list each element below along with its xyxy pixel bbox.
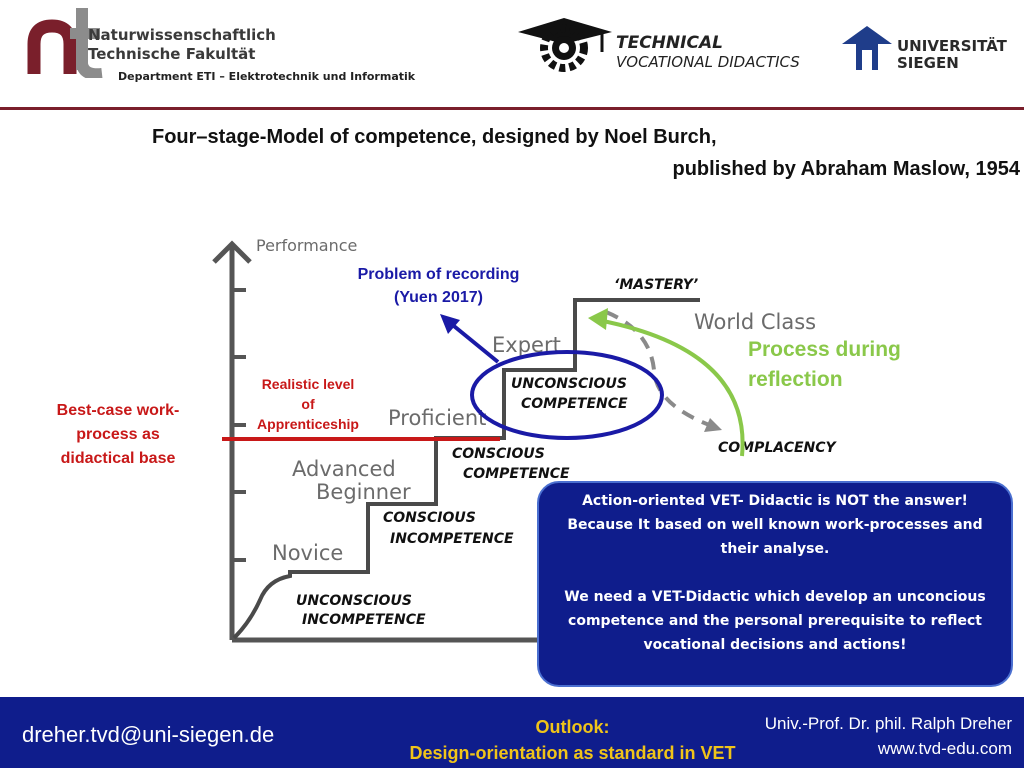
reflection-arrow bbox=[597, 318, 745, 457]
stage-complacency: COMPLACENCY bbox=[718, 440, 838, 456]
author-info: Univ.-Prof. Dr. phil. Ralph Dreher www.t… bbox=[765, 711, 1012, 761]
conclusion-callout-box: Action-oriented VET- Didactic is NOT the… bbox=[537, 481, 1013, 687]
level-novice: Novice bbox=[272, 541, 343, 565]
faculty-line-2: Technische Fakultät bbox=[88, 45, 256, 63]
outlook-text: Design-orientation as standard in VET bbox=[409, 743, 736, 763]
stage-conscious-competence-1: CONSCIOUS bbox=[452, 446, 545, 462]
tvd-logo-icon bbox=[518, 18, 612, 72]
problem-arrow bbox=[447, 320, 500, 364]
footer-bar bbox=[0, 697, 1024, 768]
university-logo-icon bbox=[842, 26, 892, 70]
bestcase-line-3: didactical base bbox=[60, 450, 176, 467]
reflection-arrowhead bbox=[588, 308, 608, 330]
author-name: Univ.-Prof. Dr. phil. Ralph Dreher bbox=[764, 714, 1012, 733]
slide-title-line-1: Four–stage-Model of competence, designed… bbox=[152, 126, 717, 148]
realistic-line-3: Apprenticeship bbox=[257, 416, 359, 432]
performance-axis bbox=[212, 240, 545, 643]
university-logo-text: UNIVERSITÄT SIEGEN bbox=[897, 38, 1007, 72]
stage-unconscious-incompetence-2: INCOMPETENCE bbox=[302, 612, 426, 628]
header-divider bbox=[0, 107, 1024, 110]
competence-staircase-diagram: Performance Novice Advanced Beginner Pro… bbox=[212, 236, 838, 643]
uni-line-1: UNIVERSITÄT bbox=[897, 37, 1007, 55]
stage-unconscious-competence-2: COMPETENCE bbox=[521, 396, 628, 412]
unconscious-competence-highlight bbox=[470, 350, 664, 440]
stage-conscious-competence-2: COMPETENCE bbox=[463, 466, 570, 482]
realistic-level-note: Realistic level of Apprenticeship bbox=[246, 374, 370, 434]
complacency-arrowhead bbox=[704, 418, 722, 432]
level-beginner: Beginner bbox=[316, 480, 411, 504]
process-during-reflection-note: Process during reflection bbox=[748, 335, 968, 395]
problem-line-1: Problem of recording bbox=[357, 266, 520, 283]
tvd-line-1: TECHNICAL bbox=[616, 33, 723, 53]
level-world-class: World Class bbox=[694, 310, 816, 334]
realistic-line-1: Realistic level bbox=[261, 376, 355, 392]
tvd-logo-text: TECHNICAL VOCATIONAL DIDACTICS bbox=[616, 34, 800, 72]
problem-arrowhead bbox=[440, 314, 460, 334]
bestcase-line-2: process as bbox=[76, 426, 160, 443]
problem-line-2: (Yuen 2017) bbox=[394, 289, 483, 306]
stage-unconscious-competence-1: UNCONSCIOUS bbox=[511, 376, 627, 392]
tvd-line-2: VOCATIONAL DIDACTICS bbox=[616, 53, 800, 71]
callout-paragraph-1: Action-oriented VET- Didactic is NOT the… bbox=[567, 493, 983, 557]
stage-mastery: ‘MASTERY’ bbox=[614, 277, 698, 293]
problem-of-recording-note: Problem of recording (Yuen 2017) bbox=[336, 263, 541, 309]
contact-email-link[interactable]: dreher.tvd@uni-siegen.de bbox=[22, 722, 275, 747]
stage-conscious-incompetence-1: CONSCIOUS bbox=[383, 510, 476, 526]
stage-unconscious-incompetence-1: UNCONSCIOUS bbox=[296, 593, 412, 609]
bestcase-line-1: Best-case work- bbox=[56, 402, 180, 419]
callout-paragraph-2: We need a VET-Didactic which develop an … bbox=[564, 589, 986, 653]
faculty-name: Naturwissenschaftlich Technische Fakultä… bbox=[88, 26, 276, 64]
uni-line-2: SIEGEN bbox=[897, 54, 959, 72]
outlook-section: Outlook: Design-orientation as standard … bbox=[380, 714, 765, 766]
faculty-logo bbox=[27, 8, 103, 78]
process-line-1: Process during bbox=[748, 338, 901, 361]
complacency-dashed-curve bbox=[605, 310, 713, 428]
outlook-title: Outlook: bbox=[535, 717, 610, 737]
level-proficient: Proficient bbox=[388, 406, 486, 430]
level-advanced: Advanced bbox=[292, 457, 396, 481]
stage-conscious-incompetence-2: INCOMPETENCE bbox=[390, 531, 514, 547]
slide-title-line-2: published by Abraham Maslow, 1954 bbox=[672, 158, 1021, 180]
department-label: Department ETI – Elektrotechnik und Info… bbox=[118, 70, 416, 83]
website-link[interactable]: www.tvd-edu.com bbox=[877, 739, 1012, 758]
axis-label-performance: Performance bbox=[256, 236, 357, 255]
best-case-note: Best-case work- process as didactical ba… bbox=[32, 399, 204, 471]
realistic-line-2: of bbox=[301, 396, 315, 412]
process-line-2: reflection bbox=[748, 368, 843, 391]
faculty-line-1: Naturwissenschaftlich bbox=[88, 26, 276, 44]
